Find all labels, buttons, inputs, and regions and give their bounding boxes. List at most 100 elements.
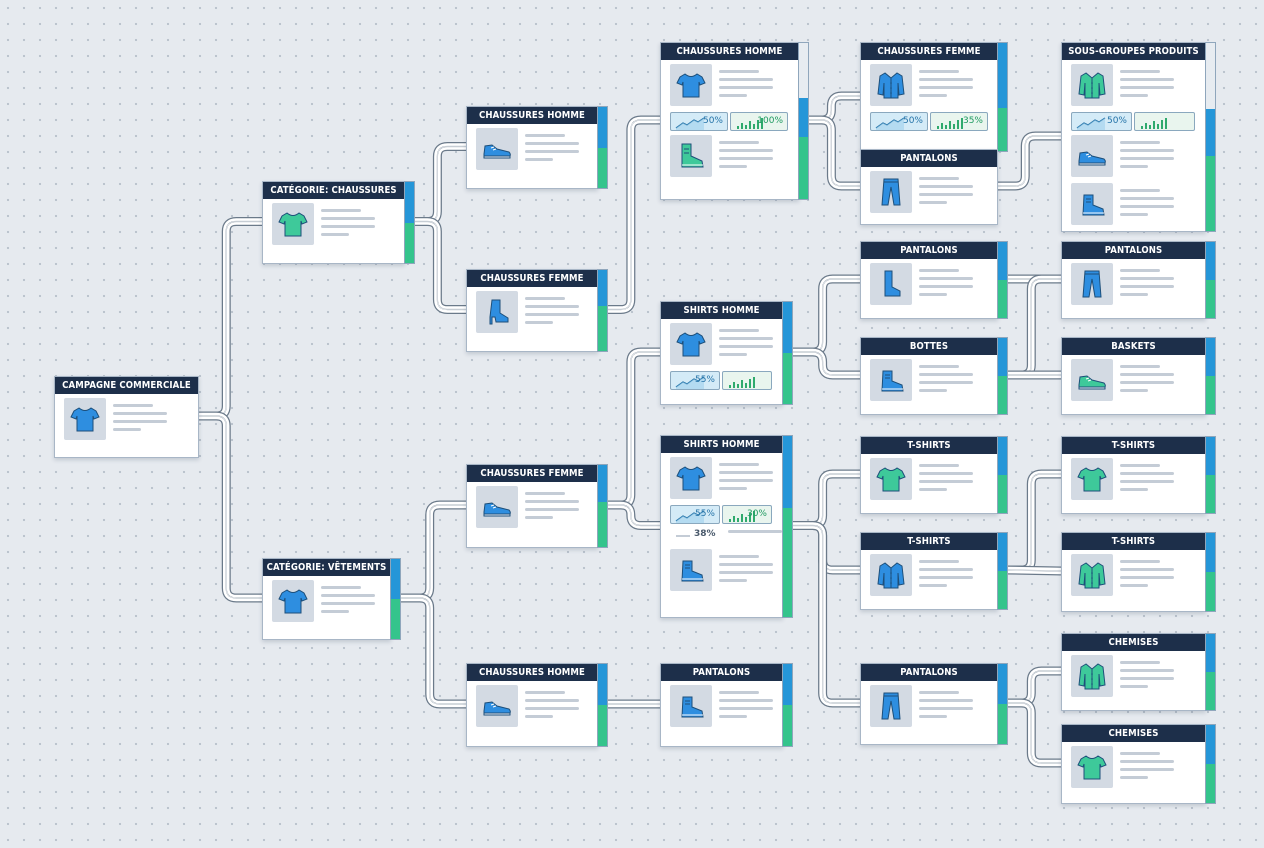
connector-line	[607, 119, 660, 310]
product-row	[263, 203, 404, 247]
node-title: SHIRTS HOMME	[661, 436, 782, 453]
bar-chip	[1134, 112, 1195, 131]
node-body	[1062, 554, 1205, 598]
product-thumbnail	[670, 135, 712, 177]
node-body	[467, 128, 597, 172]
node-cat-chaussures[interactable]: CATÉGORIE: CHAUSSURES	[262, 181, 405, 264]
product-thumbnail	[870, 263, 912, 305]
product-thumbnail	[870, 554, 912, 596]
trend-chip: 50%	[1071, 112, 1132, 131]
product-row	[1062, 746, 1205, 790]
text-placeholder	[719, 141, 773, 173]
node-l3-d[interactable]: PANTALONS	[660, 663, 783, 747]
progress-bar	[597, 464, 608, 548]
node-title: CAMPAGNE COMMERCIALE	[55, 377, 198, 394]
product-row	[263, 580, 390, 624]
trend-value: 50%	[1106, 116, 1127, 126]
text-placeholder	[1120, 560, 1174, 592]
node-body	[55, 398, 198, 442]
node-l4-d[interactable]: T-SHIRTS	[860, 436, 998, 514]
connector-line	[1007, 470, 1061, 574]
node-campagne[interactable]: CAMPAGNE COMMERCIALE	[54, 376, 199, 458]
product-thumbnail	[476, 685, 518, 727]
progress-bar	[597, 269, 608, 352]
node-l5-f[interactable]: CHEMISES	[1061, 633, 1206, 711]
connector-line	[414, 218, 466, 313]
node-l2-b[interactable]: CHAUSSURES FEMME	[466, 269, 598, 352]
text-placeholder	[1120, 269, 1174, 301]
connector-line	[808, 119, 860, 187]
product-row	[1062, 458, 1205, 502]
product-thumbnail	[1071, 359, 1113, 401]
connector-line	[414, 221, 466, 310]
connector-line	[197, 218, 262, 420]
stats-row: 50%100%	[670, 112, 798, 131]
connector-line	[996, 135, 1061, 187]
node-l4-c[interactable]: BOTTES	[860, 337, 998, 415]
product-row	[1062, 263, 1205, 307]
bar-value: 100%	[757, 116, 783, 126]
product-thumbnail	[476, 486, 518, 528]
trend-chip: 50%	[870, 112, 928, 131]
node-title: CHAUSSURES FEMME	[467, 465, 597, 482]
product-row	[861, 554, 997, 598]
progress-bar	[404, 181, 415, 264]
product-thumbnail	[870, 685, 912, 727]
node-body	[467, 486, 597, 530]
product-row	[861, 685, 997, 729]
bar-value: 30%	[746, 509, 767, 519]
node-body: 50%	[1062, 64, 1205, 227]
product-row	[661, 323, 782, 367]
node-body	[861, 171, 997, 215]
progress-bar	[997, 532, 1008, 610]
stats-row: 55%	[670, 371, 782, 390]
bar-value: 35%	[962, 116, 983, 126]
node-body	[1062, 359, 1205, 403]
node-l4-e[interactable]: T-SHIRTS	[860, 532, 998, 610]
node-cat-vetements[interactable]: CATÉGORIE: VÊTEMENTS	[262, 558, 391, 640]
node-l2-c[interactable]: CHAUSSURES FEMME	[466, 464, 598, 548]
progress-bar	[997, 241, 1008, 319]
node-l5-g[interactable]: CHEMISES	[1061, 724, 1206, 804]
product-row	[661, 135, 798, 179]
node-l4-b[interactable]: PANTALONS	[860, 241, 998, 319]
node-l5-c[interactable]: BASKETS	[1061, 337, 1206, 415]
node-l5-e[interactable]: T-SHIRTS	[1061, 532, 1206, 612]
text-placeholder	[525, 134, 579, 166]
node-title: CATÉGORIE: CHAUSSURES	[263, 182, 404, 199]
node-l2-a[interactable]: CHAUSSURES HOMME	[466, 106, 598, 189]
product-thumbnail	[870, 64, 912, 106]
product-row	[467, 486, 597, 530]
node-l5-d[interactable]: T-SHIRTS	[1061, 436, 1206, 514]
product-row	[1062, 655, 1205, 699]
text-placeholder	[719, 555, 773, 587]
progress-bar	[782, 435, 793, 618]
product-row	[861, 263, 997, 307]
node-body	[263, 203, 404, 247]
node-title: BASKETS	[1062, 338, 1205, 355]
node-body	[1062, 458, 1205, 502]
node-title: CHEMISES	[1062, 634, 1205, 651]
product-thumbnail	[870, 359, 912, 401]
progress-bar	[997, 337, 1008, 415]
node-l4-f[interactable]: PANTALONS	[860, 663, 998, 745]
node-title: PANTALONS	[661, 664, 782, 681]
product-thumbnail	[476, 128, 518, 170]
node-body	[467, 291, 597, 335]
product-thumbnail	[1071, 655, 1113, 697]
node-title: PANTALONS	[861, 242, 997, 259]
bar-chip: 100%	[730, 112, 788, 131]
node-l2-d[interactable]: CHAUSSURES HOMME	[466, 663, 598, 747]
product-row	[467, 685, 597, 729]
product-thumbnail	[670, 685, 712, 727]
node-l4-a2[interactable]: PANTALONS	[860, 149, 998, 225]
text-placeholder	[919, 464, 973, 496]
node-body	[861, 359, 997, 403]
stats-row: 50% 35%	[870, 112, 997, 131]
node-l5-b[interactable]: PANTALONS	[1061, 241, 1206, 319]
